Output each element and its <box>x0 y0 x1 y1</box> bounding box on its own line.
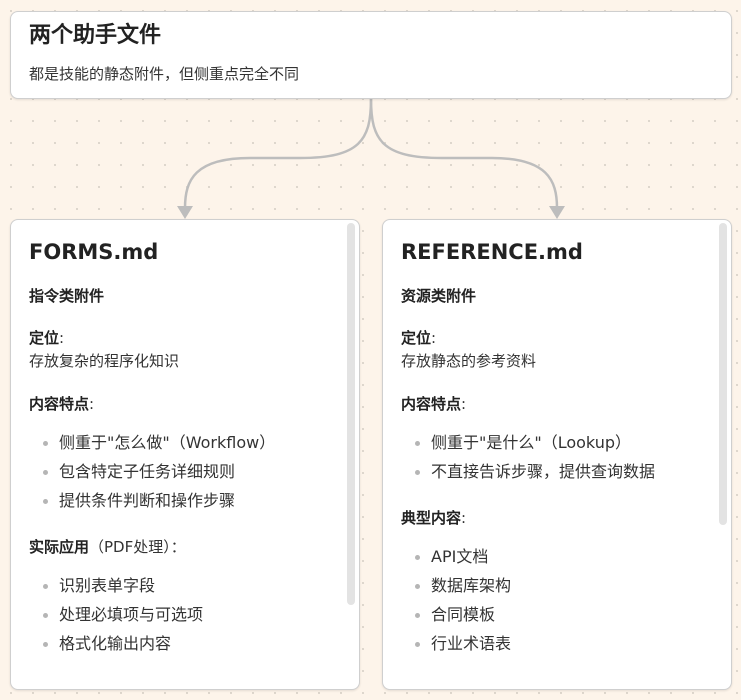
forms-positioning-heading: 定位: <box>29 329 65 347</box>
arrowhead-left-icon <box>177 206 193 219</box>
forms-title: FORMS.md <box>29 240 159 264</box>
forms-features-list: 侧重于"怎么做"（Workflow） 包含特定子任务详细规则 提供条件判断和操作… <box>29 428 341 515</box>
forms-subtitle: 指令类附件 <box>29 287 105 305</box>
reference-scrollbar[interactable] <box>719 223 727 525</box>
connector-right-path <box>369 98 559 209</box>
list-item: 侧重于"怎么做"（Workflow） <box>43 428 341 457</box>
summary-title: 两个助手文件 <box>29 23 162 48</box>
forms-scrollbar[interactable] <box>347 223 355 605</box>
list-item: 识别表单字段 <box>43 571 341 600</box>
summary-subtitle: 都是技能的静态附件，但侧重点完全不同 <box>29 65 300 83</box>
list-item: 提供条件判断和操作步骤 <box>43 486 341 515</box>
list-item: 侧重于"是什么"（Lookup） <box>415 428 713 457</box>
forms-application-heading: 实际应用（PDF处理）： <box>29 538 186 556</box>
list-item: 行业术语表 <box>415 629 713 658</box>
list-item: 合同模板 <box>415 600 713 629</box>
list-item: API文档 <box>415 542 713 571</box>
connector-left-path <box>183 98 373 209</box>
forms-features-heading: 内容特点: <box>29 395 95 413</box>
forms-card: FORMS.md 指令类附件 定位: 存放复杂的程序化知识 内容特点: 侧重于"… <box>10 219 360 690</box>
reference-features-heading: 内容特点: <box>401 395 467 413</box>
forms-application-list: 识别表单字段 处理必填项与可选项 格式化输出内容 <box>29 571 341 658</box>
reference-typical-list: API文档 数据库架构 合同模板 行业术语表 <box>401 542 713 658</box>
reference-positioning-text: 存放静态的参考资料 <box>401 352 537 370</box>
list-item: 包含特定子任务详细规则 <box>43 457 341 486</box>
reference-typical-heading: 典型内容: <box>401 509 467 527</box>
reference-features-list: 侧重于"是什么"（Lookup） 不直接告诉步骤，提供查询数据 <box>401 428 713 486</box>
list-item: 处理必填项与可选项 <box>43 600 341 629</box>
summary-card: 两个助手文件 都是技能的静态附件，但侧重点完全不同 <box>10 11 732 99</box>
list-item: 格式化输出内容 <box>43 629 341 658</box>
list-item: 不直接告诉步骤，提供查询数据 <box>415 457 713 486</box>
reference-title: REFERENCE.md <box>401 240 583 264</box>
reference-card: REFERENCE.md 资源类附件 定位: 存放静态的参考资料 内容特点: 侧… <box>382 219 732 690</box>
forms-positioning-text: 存放复杂的程序化知识 <box>29 352 180 370</box>
reference-positioning-heading: 定位: <box>401 329 437 347</box>
reference-subtitle: 资源类附件 <box>401 287 477 305</box>
list-item: 数据库架构 <box>415 571 713 600</box>
arrowhead-right-icon <box>549 206 565 219</box>
